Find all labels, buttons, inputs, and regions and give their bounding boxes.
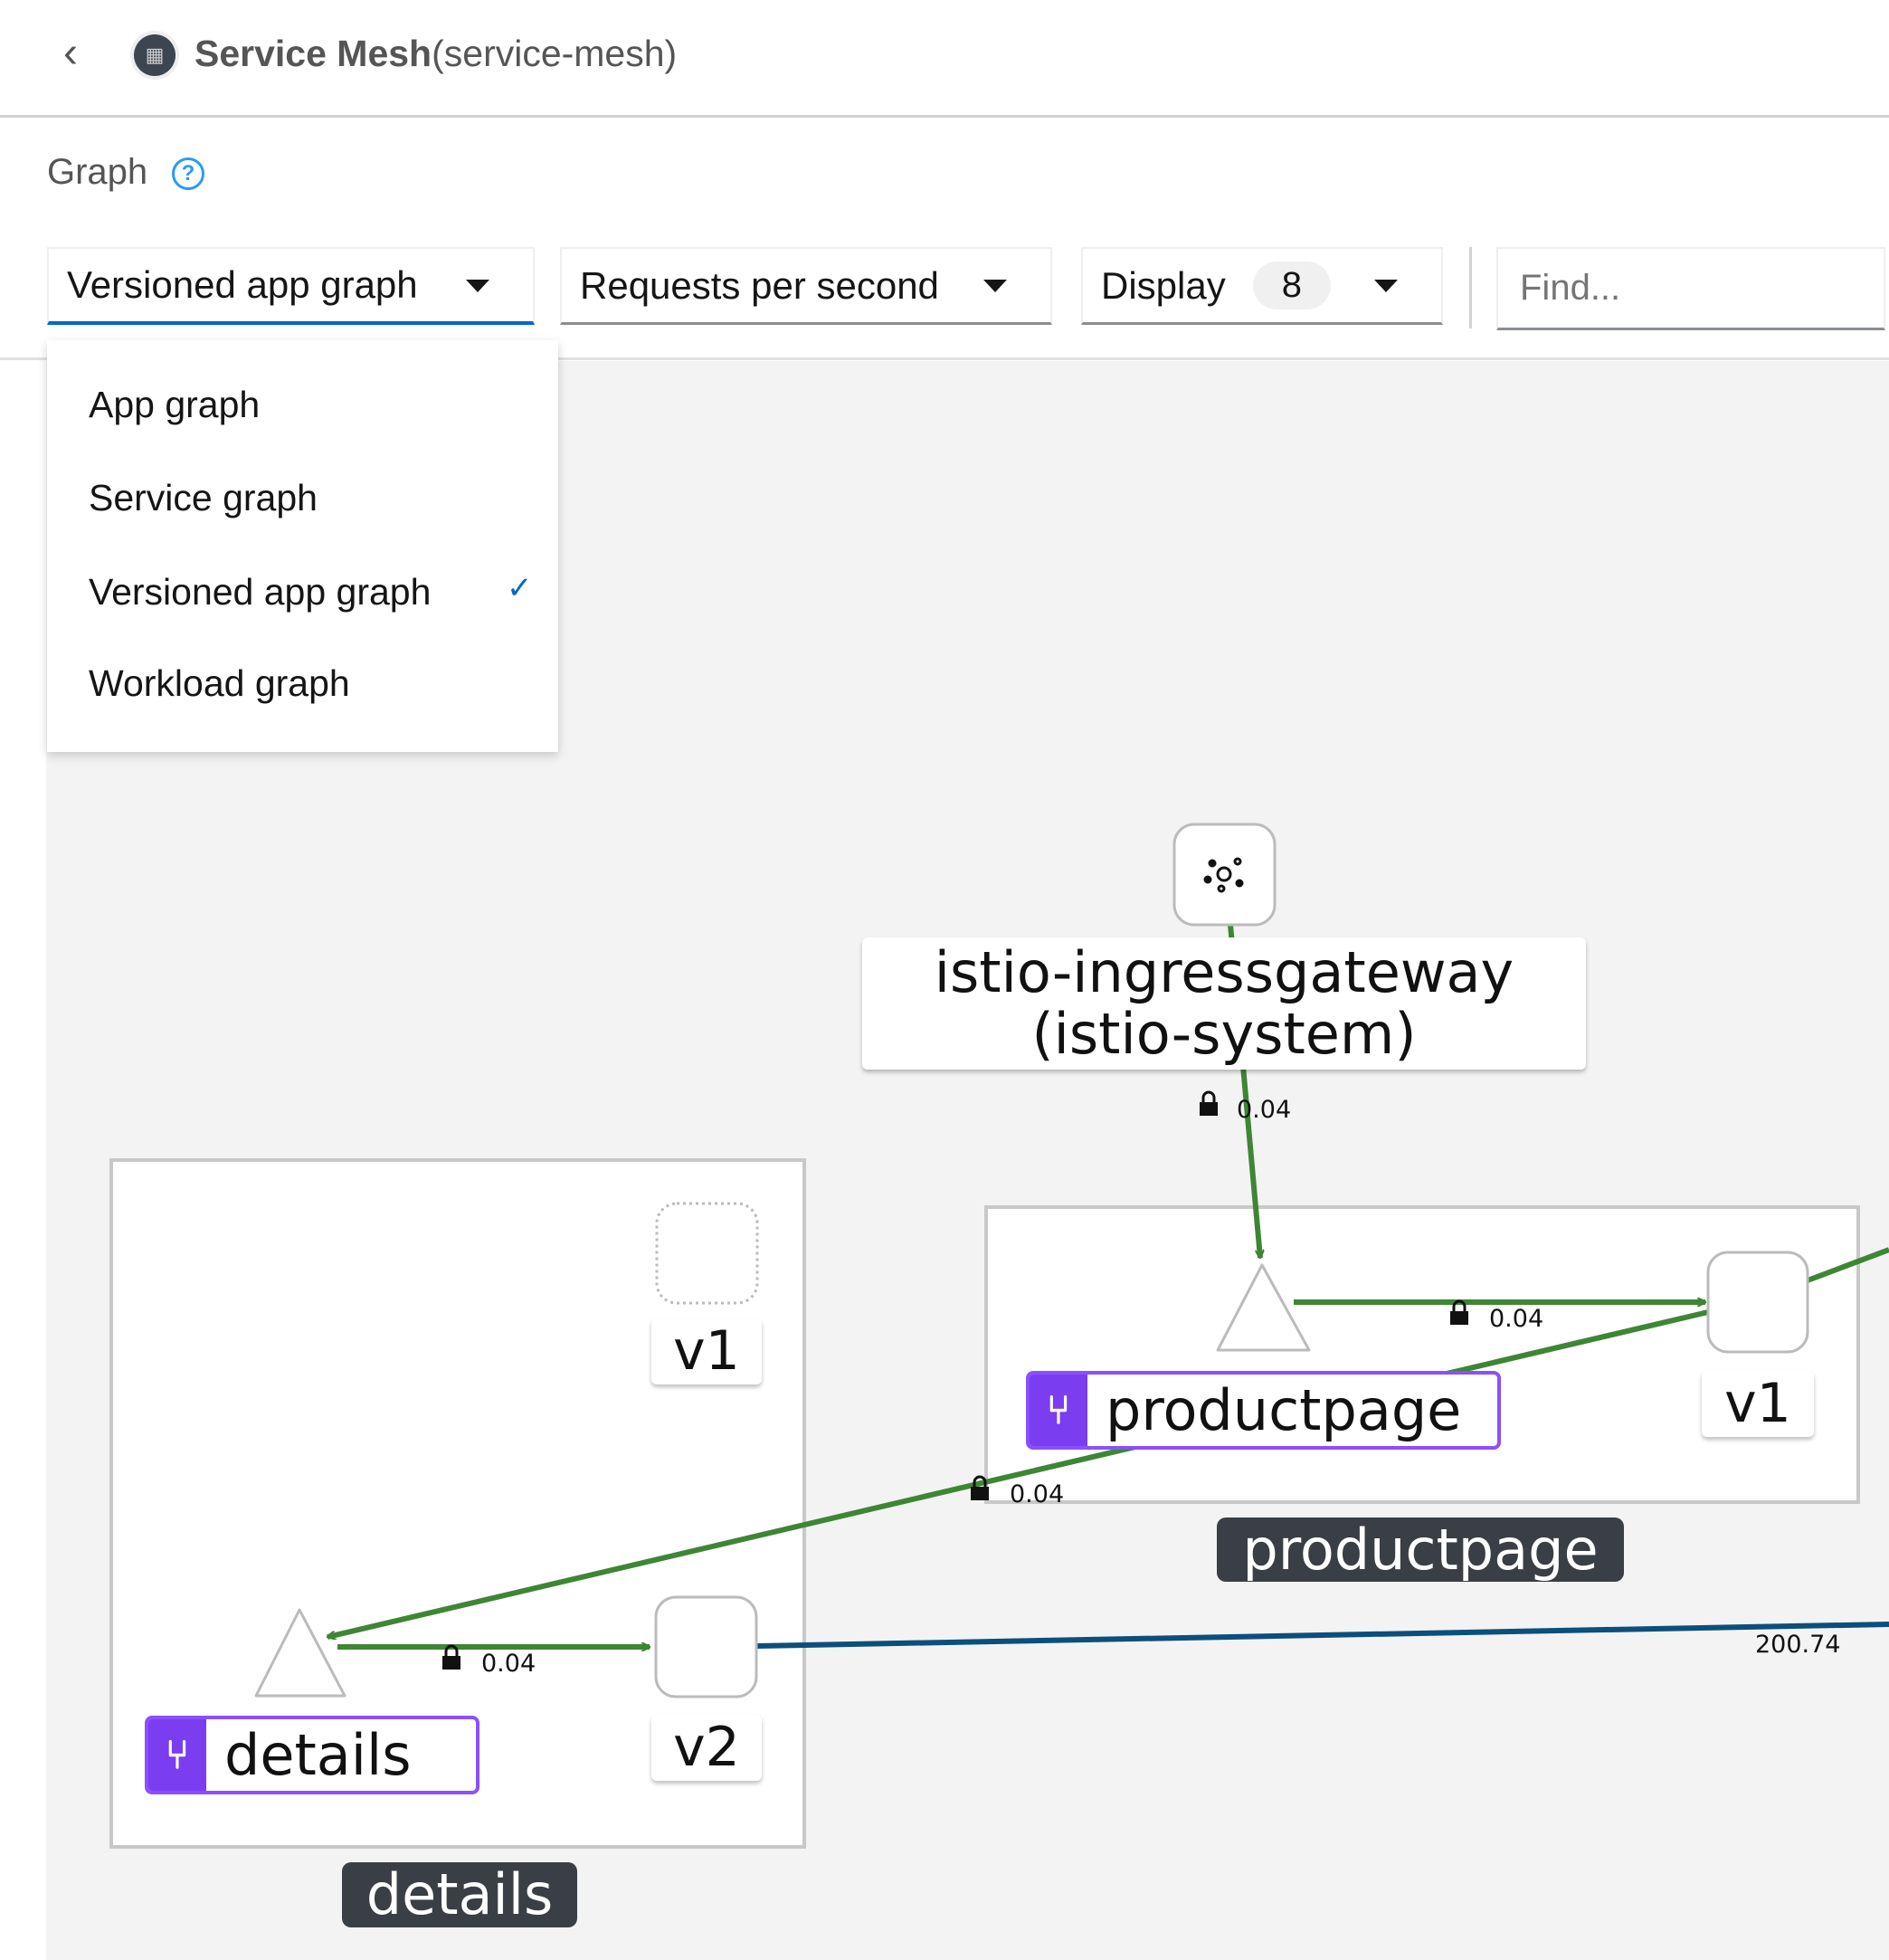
lock-icon	[971, 1475, 989, 1500]
help-icon[interactable]: ?	[172, 157, 204, 190]
toolbar-divider	[0, 357, 1889, 360]
gateway-network-icon	[1203, 857, 1244, 893]
graph-type-dropdown[interactable]: Versioned app graph	[47, 247, 535, 325]
edge-label: 0.04	[1010, 1480, 1064, 1508]
edge-label-value: Requests per second	[580, 263, 939, 307]
menu-item-versioned-app-graph[interactable]: Versioned app graph	[89, 571, 432, 613]
service-mesh-icon: ▦	[134, 34, 176, 76]
app-name: details	[224, 1722, 412, 1788]
details-group-label: details	[342, 1862, 577, 1927]
productpage-v1-node[interactable]	[1706, 1251, 1809, 1354]
find-input[interactable]	[1496, 247, 1885, 330]
graph-type-value: Versioned app graph	[67, 263, 418, 306]
edge-productpage-details[interactable]	[327, 1309, 1709, 1637]
gateway-namespace: (istio-system)	[1031, 1001, 1417, 1067]
productpage-app-label: ⑂ productpage	[1026, 1371, 1501, 1450]
gateway-name: istio-ingressgateway	[934, 939, 1514, 1005]
caret-down-icon	[466, 280, 489, 292]
details-v2-node[interactable]	[654, 1595, 758, 1698]
edge-details-v2-out[interactable]	[756, 1622, 1889, 1649]
edge-label: 0.04	[1237, 1096, 1291, 1124]
details-v2-label: v2	[651, 1715, 762, 1781]
lock-icon	[1200, 1090, 1218, 1116]
menu-item-workload-graph[interactable]: Workload graph	[89, 662, 350, 704]
productpage-group-box[interactable]	[984, 1205, 1860, 1504]
menu-item-app-graph[interactable]: App graph	[89, 384, 261, 425]
gateway-node[interactable]	[1172, 823, 1277, 927]
edge-label-dropdown[interactable]: Requests per second	[560, 247, 1052, 325]
header-divider	[0, 115, 1889, 118]
lock-icon	[1450, 1299, 1468, 1325]
edge-label: 200.74	[1755, 1631, 1840, 1659]
gateway-label: istio-ingressgateway (istio-system)	[862, 937, 1586, 1070]
app-name: productpage	[1106, 1377, 1462, 1443]
menu-item-service-graph[interactable]: Service graph	[89, 477, 318, 519]
edge-productpage-v1-out[interactable]	[1806, 1247, 1889, 1283]
details-app-label: ⑂ details	[145, 1716, 479, 1794]
details-service-node[interactable]	[254, 1608, 346, 1698]
edge-label: 0.04	[481, 1650, 536, 1678]
productpage-version-label: v1	[1702, 1371, 1814, 1437]
caret-down-icon	[983, 280, 1007, 292]
toolbar-separator	[1469, 247, 1472, 328]
branch-icon: ⑂	[1030, 1375, 1087, 1446]
page-title: Graph	[47, 152, 148, 192]
productpage-service-node[interactable]	[1216, 1263, 1311, 1352]
page-header-title: Service Mesh(service-mesh)	[195, 33, 678, 74]
productpage-group-label: productpage	[1217, 1518, 1624, 1582]
check-icon: ✓	[507, 571, 533, 605]
details-v1-node[interactable]	[655, 1202, 759, 1305]
graph-type-menu: App graph Service graph Versioned app gr…	[47, 340, 558, 752]
display-count-badge: 8	[1252, 262, 1331, 309]
caret-down-icon	[1374, 280, 1398, 292]
lock-icon	[442, 1644, 460, 1670]
display-label: Display	[1101, 263, 1226, 307]
edge-label: 0.04	[1489, 1305, 1543, 1333]
back-chevron-icon[interactable]: ‹	[63, 29, 78, 77]
branch-icon: ⑂	[148, 1719, 206, 1791]
display-dropdown[interactable]: Display 8	[1081, 247, 1443, 325]
details-v1-label: v1	[651, 1318, 762, 1384]
